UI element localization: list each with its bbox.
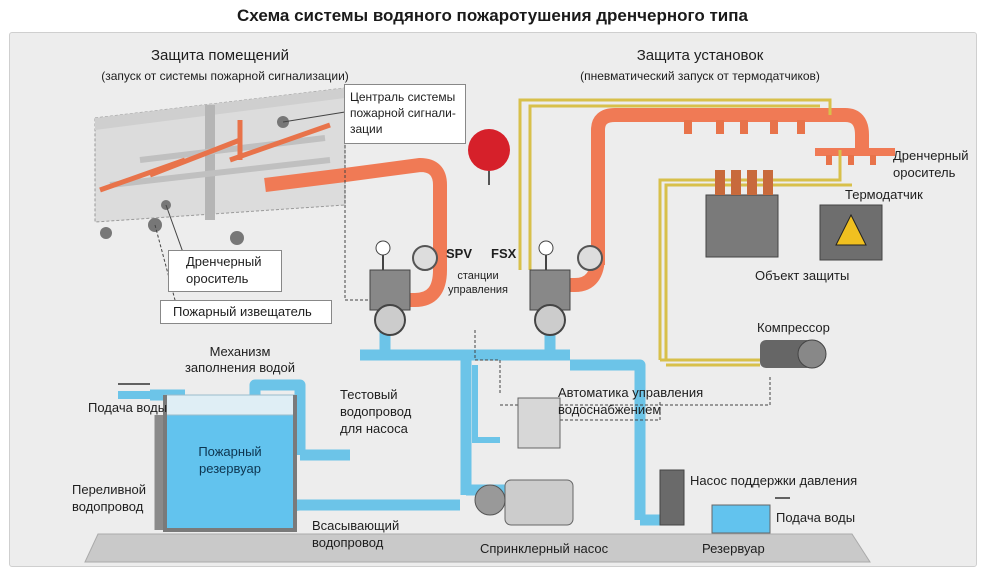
water-supply-right-label: Подача воды [776, 510, 856, 525]
test-pipe-label-3: для насоса [340, 421, 408, 436]
drencher-left-box [168, 250, 282, 292]
compressor [760, 339, 827, 369]
sprinkler-pump-label: Спринклерный насос [480, 541, 609, 556]
right-alarm-pipe [591, 108, 869, 265]
drencher-right-label-1: Дренчерный [893, 148, 969, 163]
spv-label: SPV [446, 246, 473, 261]
central-label-3: зации [350, 122, 383, 136]
fill-mech-label-2: заполнения водой [184, 360, 296, 375]
protected-object-label: Объект защиты [755, 268, 850, 283]
overflow-label-1: Переливной [72, 482, 147, 497]
central-label-2: пожарной сигнали- [350, 106, 456, 120]
left-alarm-pipe [264, 158, 447, 307]
fire-tank-label-2: резервуар [199, 461, 261, 476]
spv-station [369, 240, 438, 336]
diagram-title: Схема системы водяного пожаротушения дре… [237, 6, 748, 25]
thermal-sensor-label: Термодатчик [845, 187, 923, 202]
pressure-pump-label: Насос поддержки давления [690, 473, 858, 488]
small-reservoir [711, 504, 771, 534]
stations-label-1: станции [457, 270, 499, 282]
fire-detector-box [160, 300, 332, 324]
automation-label-1: Автоматика управления [558, 385, 704, 400]
left-section-subheading: (запуск от системы пожарной сигнализации… [101, 69, 349, 83]
sprinkler-pump [474, 479, 574, 526]
pressure-pump [659, 469, 685, 526]
water-supply-left-label: Подача воды [88, 400, 168, 415]
fsx-station [529, 240, 603, 336]
transformer [705, 170, 883, 261]
ground-slab [84, 533, 871, 563]
reservoir-label: Резервуар [702, 541, 765, 556]
drencher-left-label-2: ороситель [186, 271, 249, 286]
fire-tank-label-1: Пожарный [198, 444, 262, 459]
right-section-subheading: (пневматический запуск от термодатчиков) [580, 69, 820, 83]
compressor-label: Компрессор [757, 320, 830, 335]
fire-detector-label: Пожарный извещатель [173, 304, 312, 319]
drencher-left-label-1: Дренчерный [186, 254, 262, 269]
central-box [344, 84, 466, 144]
left-section-heading: Защита помещений [150, 47, 289, 64]
test-pipe-label-1: Тестовый [340, 387, 398, 402]
automation-label-2: водоснабжением [558, 402, 662, 417]
overflow-label-2: водопровод [72, 499, 144, 514]
fire-tank [163, 394, 297, 532]
suction-label-1: Всасывающий [312, 518, 400, 533]
right-section-heading: Защита установок [636, 47, 764, 64]
alarm-bell [468, 129, 510, 185]
automation-cabinet [517, 397, 561, 449]
test-pipe-label-2: водопровод [340, 404, 412, 419]
central-label-1: Централь системы [350, 90, 456, 104]
drencher-right-label-2: ороситель [893, 165, 956, 180]
fsx-label: FSX [491, 246, 517, 261]
stations-label-2: управления [448, 284, 508, 296]
suction-label-2: водопровод [312, 535, 384, 550]
fill-mech-label-1: Механизм [209, 344, 271, 359]
